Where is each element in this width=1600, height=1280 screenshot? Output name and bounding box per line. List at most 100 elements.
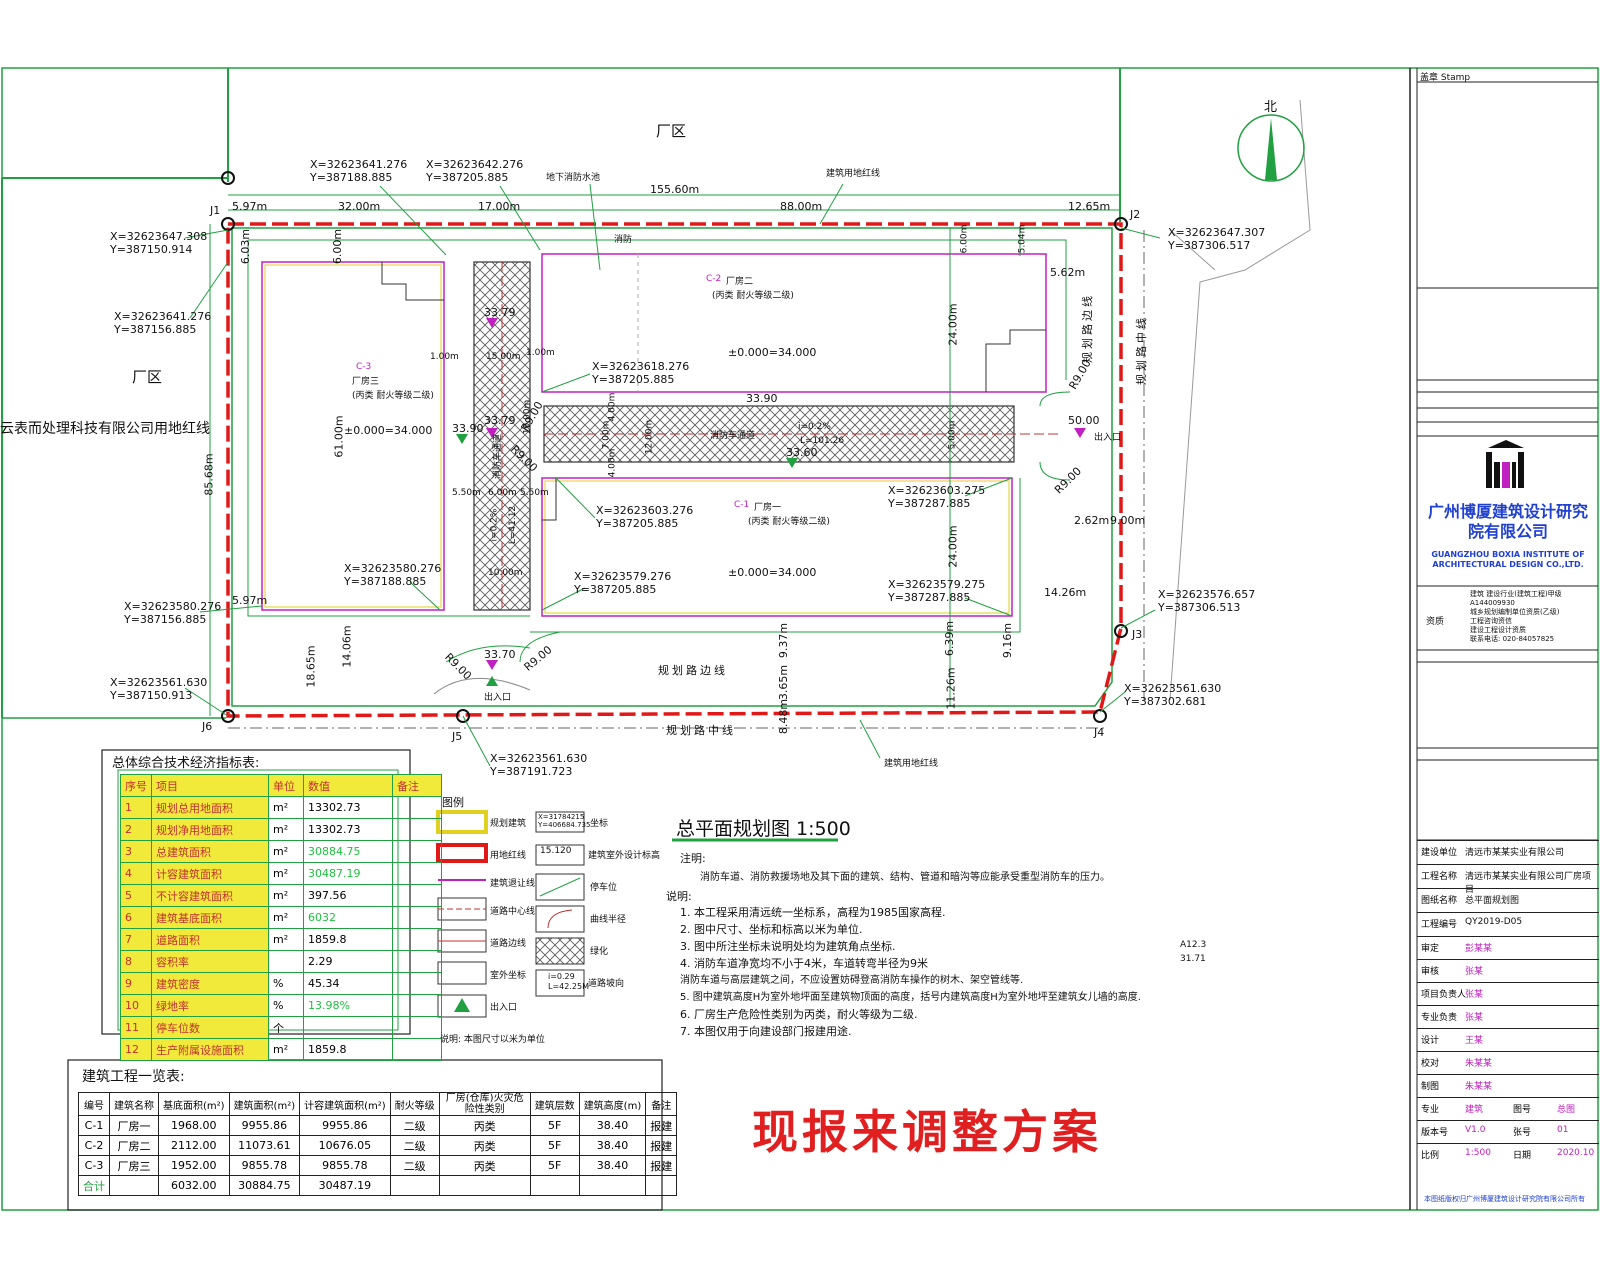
elevation-label: 33.79 <box>484 414 516 427</box>
index-cell: 11 <box>120 1016 152 1039</box>
index-cell <box>392 1016 442 1039</box>
building-cell: C-2 <box>78 1135 110 1156</box>
building-total-cell <box>438 1175 531 1196</box>
plan-note: 消防车道、消防救援场地及其下面的建筑、结构、管道和暗沟等应能承受重型消防车的压力… <box>700 872 1110 883</box>
building-cell: 1968.00 <box>158 1115 230 1136</box>
tb-project-row: 图纸名称总平面规划图 <box>1417 888 1599 913</box>
dim-label: 2.62m <box>1074 514 1110 527</box>
dim-label: 12.00m <box>644 419 655 455</box>
fire-lane-label-h: 消防车通道 <box>710 431 756 441</box>
tb-sign-row: 审定彭某某 <box>1417 936 1599 960</box>
area-label-west-redline: 云表而处理科技有限公司用地红线 <box>0 421 210 437</box>
tb-meta-cell: 专业 <box>1421 1105 1440 1115</box>
dim-label: 155.60m <box>650 183 700 196</box>
index-cell: 6 <box>120 906 152 929</box>
index-cell: m² <box>268 1038 304 1061</box>
slope-label: i=0.2% <box>489 508 500 542</box>
building-cell: 9855.78 <box>299 1155 391 1176</box>
tb-meta-cell: 1:500 <box>1465 1148 1491 1158</box>
building-header-cell: 耐火等级 <box>389 1092 440 1116</box>
legend-item: 建筑室外设计标高 <box>588 851 661 861</box>
dim-label: 85.68m <box>202 453 216 496</box>
tb-sign-cell: 张某 <box>1465 990 1484 1000</box>
building-cell: 报建 <box>645 1135 678 1156</box>
tb-sign-cell: 制图 <box>1421 1082 1440 1092</box>
dim-label: 24.00m <box>946 525 960 568</box>
tb-meta-cell: 建筑 <box>1465 1105 1484 1115</box>
building-header-cell: 建筑面积(m²) <box>228 1092 301 1116</box>
index-cell <box>392 840 442 863</box>
dim-label: 12.65m <box>1068 200 1111 213</box>
boundary-point-j2 <box>1114 217 1128 231</box>
building-total-cell <box>389 1175 440 1196</box>
plan-note-head: 注明: <box>680 852 706 865</box>
legend-item: 停车位 <box>590 883 618 893</box>
tb-sign-cell: 审核 <box>1421 967 1440 977</box>
building-cell: 二级 <box>389 1155 440 1176</box>
tb-meta-row: 专业建筑图号总图 <box>1417 1097 1599 1121</box>
tb-company-en: GUANGZHOU BOXIA INSTITUTE OF ARCHITECTUR… <box>1431 550 1585 569</box>
slope-label: L=41.12 <box>508 505 519 545</box>
building-cell: 9855.78 <box>228 1155 301 1176</box>
index-cell: 8 <box>120 950 152 973</box>
dim-label: 10.00m <box>488 568 523 578</box>
dim-label: 6.39m <box>943 620 957 657</box>
redline-label-top: 建筑用地红线 <box>826 169 881 179</box>
elevation-label: 33.70 <box>484 648 516 661</box>
building-total-cell: 30487.19 <box>299 1175 391 1196</box>
index-cell: m² <box>268 818 304 841</box>
building-c2-code: C-2 <box>706 274 722 284</box>
building-total-cell: 30884.75 <box>228 1175 301 1196</box>
tb-meta-cell: 日期 <box>1513 1151 1532 1161</box>
index-cell: 30487.19 <box>303 862 393 885</box>
index-cell: 道路面积 <box>151 928 269 951</box>
building-cell: 2112.00 <box>158 1135 230 1156</box>
index-cell: 建筑基底面积 <box>151 906 269 929</box>
index-cell: % <box>268 994 304 1017</box>
legend-item: 规划建筑 <box>490 819 527 829</box>
legend-item: 用地红线 <box>490 851 527 861</box>
land-redline <box>226 222 1123 718</box>
tb-sign-cell: 张某 <box>1465 1013 1484 1023</box>
dim-label: 1.00m <box>430 352 459 362</box>
building-total-cell <box>645 1175 678 1196</box>
building-c1 <box>541 477 1013 617</box>
coordinate-leaders <box>184 183 1161 767</box>
index-cell: 个 <box>268 1016 304 1039</box>
dim-label: 7.00m <box>601 420 612 450</box>
building-cell: 1952.00 <box>158 1155 230 1176</box>
tb-sign-cell: 彭某某 <box>1465 944 1493 954</box>
legend-item: 绿化 <box>590 947 609 957</box>
planned-edge-label-v: 规划路边线 <box>1081 293 1094 363</box>
tb-sign-row: 校对朱某某 <box>1417 1051 1599 1075</box>
dim-label: 8.48m <box>777 698 791 735</box>
entrance-label-south: 出入口 <box>484 693 512 703</box>
tb-sign-cell: 张某 <box>1465 967 1484 977</box>
legend-item: 出入口 <box>490 1003 518 1013</box>
tb-footer: 本图纸版权归广州博厦建筑设计研究院有限公司所有 <box>1424 1195 1585 1203</box>
legend-item: 道路坡向 <box>588 979 625 989</box>
index-cell: 9 <box>120 972 152 995</box>
side-tick-label: A12.3 <box>1180 940 1207 950</box>
index-cell: 计容建筑面积 <box>151 862 269 885</box>
tb-project-cell: 清远市某某实业有限公司厂房项目 <box>1465 872 1592 895</box>
elevation-label: 33.79 <box>484 306 516 319</box>
index-cell: 1 <box>120 796 152 819</box>
building-c1-elev: ±0.000=34.000 <box>728 566 817 579</box>
plan-explain-line: 6. 厂房生产危险性类别为丙类，耐火等级为二级. <box>680 1008 918 1021</box>
building-c2-note: (丙类 耐火等级二级) <box>712 291 794 301</box>
